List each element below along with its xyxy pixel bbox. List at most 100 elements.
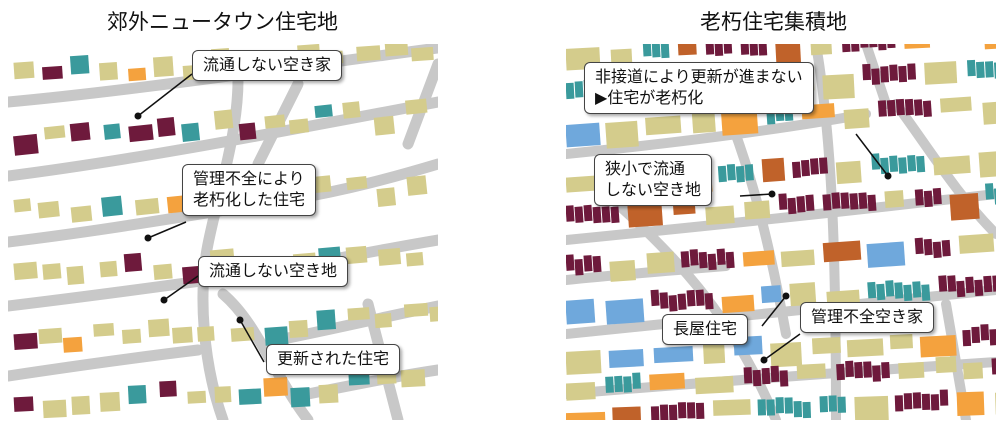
row-house-unit bbox=[938, 275, 948, 292]
row-house-unit bbox=[744, 164, 754, 181]
house-block bbox=[627, 200, 663, 228]
row-house-unit bbox=[714, 44, 724, 57]
row-house-unit bbox=[877, 44, 887, 51]
house-block bbox=[677, 44, 697, 56]
row-house-unit bbox=[791, 161, 802, 179]
row-house-unit bbox=[778, 193, 788, 210]
house-block bbox=[982, 100, 996, 125]
house-block bbox=[609, 259, 636, 282]
house-block bbox=[566, 350, 602, 375]
house-block bbox=[566, 122, 601, 148]
row-house-unit bbox=[880, 157, 890, 175]
row-house-unit bbox=[574, 81, 584, 98]
house-block bbox=[356, 45, 381, 62]
row-house-unit bbox=[659, 292, 669, 309]
row-house-unit bbox=[775, 397, 785, 414]
house-block bbox=[238, 122, 257, 141]
house-block bbox=[13, 61, 35, 80]
row-house-unit bbox=[895, 98, 905, 116]
house-block bbox=[37, 200, 60, 219]
house-block bbox=[822, 240, 862, 263]
row-house-unit bbox=[805, 194, 815, 212]
row-house-unit bbox=[770, 365, 780, 383]
row-house-unit bbox=[695, 289, 705, 307]
house-block bbox=[983, 44, 996, 50]
row-house-unit bbox=[859, 44, 869, 48]
row-house-unit bbox=[707, 253, 717, 271]
row-house-unit bbox=[800, 159, 811, 177]
house-block bbox=[933, 155, 971, 176]
house-block bbox=[962, 362, 984, 380]
row-house-unit bbox=[971, 326, 981, 344]
house-block bbox=[127, 67, 147, 82]
row-house-unit bbox=[867, 194, 877, 212]
row-house-unit bbox=[983, 275, 993, 293]
row-house-unit bbox=[894, 395, 904, 412]
row-house-unit bbox=[877, 100, 887, 117]
house-block bbox=[346, 175, 368, 191]
house-block bbox=[761, 157, 786, 183]
row-house-unit bbox=[610, 206, 620, 224]
row-house-unit bbox=[876, 283, 886, 301]
row-house-unit bbox=[939, 389, 949, 406]
row-house-unit bbox=[841, 44, 851, 53]
row-house-unit bbox=[574, 206, 584, 223]
row-house-unit bbox=[583, 204, 593, 222]
row-house-unit bbox=[828, 395, 838, 412]
row-house-unit bbox=[966, 59, 976, 77]
house-block bbox=[811, 336, 841, 355]
row-house-unit bbox=[912, 281, 922, 298]
row-house-unit bbox=[704, 292, 714, 310]
row-house-unit bbox=[642, 44, 652, 57]
row-house-unit bbox=[623, 376, 632, 393]
house-block bbox=[345, 245, 368, 265]
house-block bbox=[403, 302, 429, 318]
row-house-unit bbox=[601, 206, 611, 223]
house-block bbox=[373, 115, 396, 136]
row-house-unit bbox=[889, 64, 899, 81]
row-house-unit bbox=[695, 402, 705, 419]
row-house-unit bbox=[796, 196, 806, 213]
row-house-unit bbox=[914, 237, 924, 255]
house-block bbox=[605, 298, 645, 325]
house-block bbox=[653, 346, 694, 364]
house-block bbox=[705, 205, 735, 225]
house-block bbox=[288, 118, 310, 135]
callout-vacant-house: 流通しない空き家 bbox=[192, 50, 343, 81]
house-block bbox=[103, 123, 121, 140]
house-block bbox=[645, 115, 682, 136]
house-block bbox=[712, 399, 751, 416]
house-block bbox=[610, 48, 633, 64]
house-block bbox=[71, 395, 91, 415]
row-house-unit bbox=[686, 289, 696, 307]
row-house-unit bbox=[862, 63, 872, 81]
house-block bbox=[98, 61, 118, 81]
house-block bbox=[42, 65, 63, 80]
row-house-unit bbox=[831, 192, 841, 209]
row-house-unit bbox=[894, 282, 904, 299]
house-block bbox=[866, 241, 906, 268]
house-block bbox=[127, 384, 147, 405]
house-block bbox=[889, 334, 914, 350]
house-block bbox=[835, 160, 862, 185]
row-house-unit bbox=[992, 275, 996, 292]
house-block bbox=[171, 326, 193, 344]
row-house-unit bbox=[677, 293, 687, 310]
row-house-unit bbox=[984, 61, 994, 78]
house-block bbox=[376, 187, 397, 207]
row-house-unit bbox=[809, 158, 820, 175]
aging-housing-map: 非接道により更新が進まない ▶住宅が老朽化 狭小で流通 しない空き地 長屋住宅 … bbox=[566, 44, 996, 420]
house-block bbox=[288, 319, 309, 339]
row-house-unit bbox=[903, 284, 913, 302]
row-house-unit bbox=[779, 370, 789, 387]
house-block bbox=[721, 294, 755, 314]
house-block bbox=[314, 104, 333, 119]
row-house-unit bbox=[749, 44, 759, 56]
house-block bbox=[264, 326, 289, 346]
row-house-unit bbox=[659, 404, 669, 420]
house-block bbox=[405, 251, 424, 267]
house-block bbox=[760, 285, 782, 304]
row-house-unit bbox=[614, 375, 623, 393]
house-block bbox=[13, 332, 38, 350]
row-house-unit bbox=[886, 99, 896, 117]
